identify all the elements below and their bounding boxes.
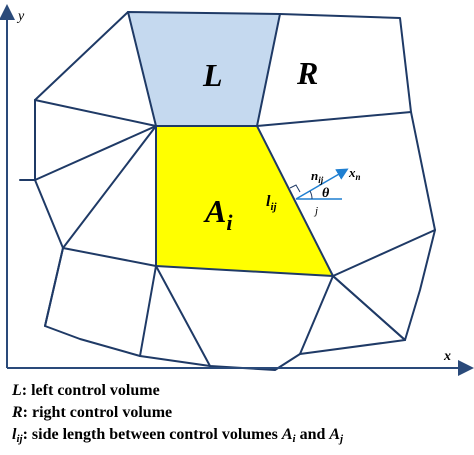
cell-L-fill	[128, 12, 280, 126]
y-axis-label: y	[16, 9, 25, 24]
cell-R-label: R	[296, 55, 318, 91]
cell-Ai-fill	[156, 126, 333, 276]
legend-side-length: lij: side length between control volumes…	[12, 426, 344, 445]
cell-Ai-sub: i	[226, 210, 233, 235]
legend-right-control-volume: R: right control volume	[12, 404, 173, 421]
theta-label: θ	[322, 186, 330, 201]
cell-Ai-main: A	[203, 193, 226, 229]
cell-L-label: L	[202, 57, 223, 93]
j-label: j	[313, 205, 318, 217]
xn-label: xn	[348, 165, 361, 182]
mesh	[19, 11, 436, 371]
theta-arc	[309, 190, 313, 200]
right-angle-mark	[289, 184, 301, 193]
x-axis-label: x	[443, 349, 451, 364]
nij-label: nij	[311, 168, 324, 185]
control-volume-diagram: y x L R Ai lij nij xn θ j	[0, 4, 474, 376]
cell-Ai-label: Ai	[203, 193, 233, 235]
lij-label: lij	[266, 193, 278, 213]
legend-left-control-volume: L: left control volume	[12, 382, 160, 399]
normal-vector-arrow	[295, 168, 349, 200]
